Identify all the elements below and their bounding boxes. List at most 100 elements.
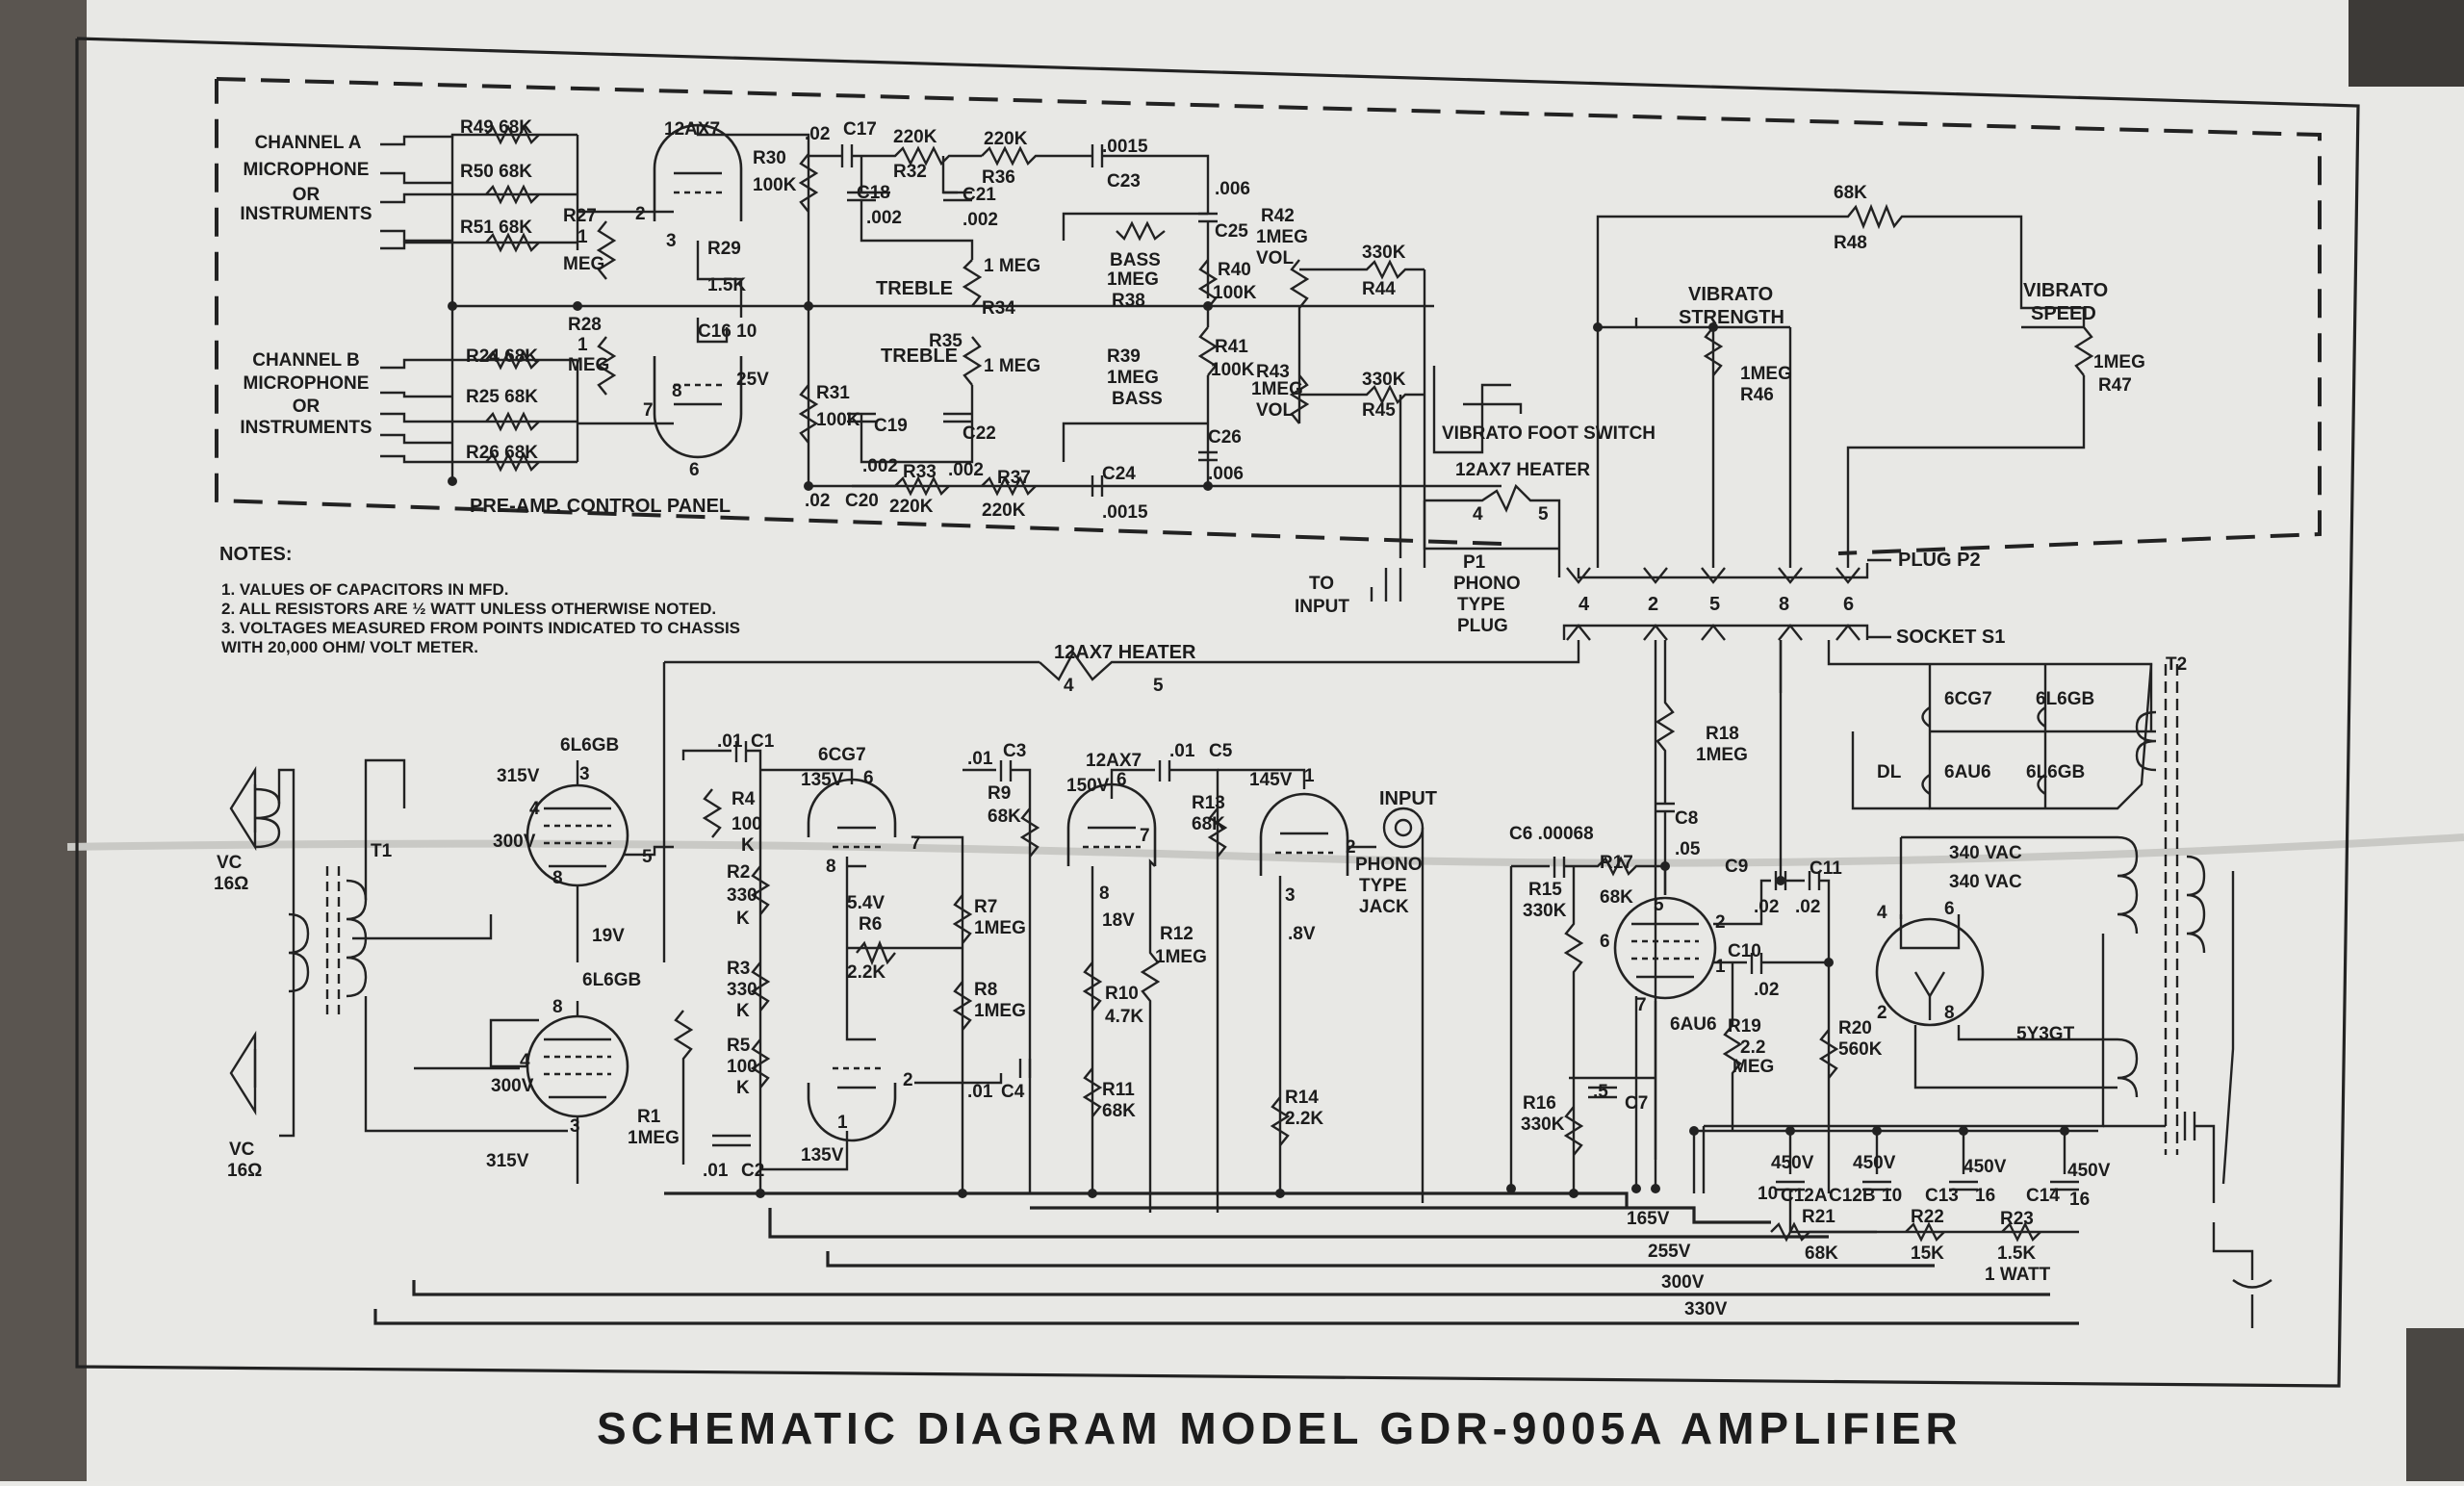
junction-dot	[804, 481, 813, 491]
junction-dot	[1651, 1184, 1660, 1193]
r14-val: 2.2K	[1285, 1109, 1323, 1129]
oscillator-labels: C6 .00068 R15 330K R17 68K R18 1MEG C8 .…	[1509, 724, 1883, 1135]
r27-label: R27	[563, 206, 597, 226]
junction-dot	[1088, 1189, 1097, 1198]
r27-val-2: MEG	[563, 254, 604, 274]
c5-label: C5	[1209, 741, 1233, 761]
vac-340-a: 340 VAC	[1949, 843, 2022, 863]
bass-b-label: BASS	[1112, 389, 1163, 409]
phase-inverter	[673, 741, 1003, 1193]
r6-label: R6	[859, 914, 882, 935]
v-300-top: 300V	[493, 832, 536, 852]
notes-block: NOTES: 1. VALUES OF CAPACITORS IN MFD. 2…	[219, 544, 740, 656]
speaker-labels: VC 16Ω VC 16Ω	[214, 853, 262, 1181]
r20-label: R20	[1838, 1018, 1872, 1038]
channel-a-line-1: CHANNEL A	[255, 133, 362, 153]
r35-label: R35	[929, 331, 962, 351]
c8-label: C8	[1675, 808, 1698, 829]
rail-165: 165V	[1627, 1209, 1670, 1229]
r12-val: 1MEG	[1155, 947, 1207, 967]
vac-340-b: 340 VAC	[1949, 872, 2022, 892]
r35-val: 1 MEG	[984, 356, 1040, 376]
r36-label: R36	[982, 167, 1015, 188]
c13-volt: 450V	[1964, 1157, 2007, 1177]
r45-label: R45	[1362, 400, 1396, 421]
junction-dot	[756, 1189, 765, 1198]
schematic-title: SCHEMATIC DIAGRAM MODEL GDR-9005A AMPLIF…	[597, 1403, 1963, 1453]
vibrato-speed-2: SPEED	[2031, 303, 2096, 324]
p1-phono: PHONO	[1453, 574, 1521, 594]
rail-300: 300V	[1661, 1272, 1705, 1293]
osc-pin-6: 6	[1600, 932, 1610, 952]
r46-val: 1MEG	[1740, 364, 1792, 384]
c10-label: C10	[1728, 941, 1761, 961]
tube-6au6-label: 6AU6	[1670, 1014, 1717, 1035]
channel-a-line-4: INSTRUMENTS	[240, 204, 372, 224]
r25-label: R25 68K	[466, 387, 538, 407]
r21-label: R21	[1802, 1207, 1835, 1227]
inp-pin-3: 3	[1285, 885, 1296, 906]
driver-stage	[952, 760, 1228, 1213]
v-18: 18V	[1102, 910, 1135, 931]
junction-dot	[1275, 1189, 1285, 1198]
pin-label-4: 4	[1578, 594, 1590, 615]
r36-val: 220K	[984, 129, 1028, 149]
c21-label: C21	[962, 185, 996, 205]
pi-pin-6: 6	[863, 768, 874, 788]
junction-dot	[1203, 481, 1213, 491]
r19-label: R19	[1728, 1016, 1761, 1037]
c17-label: C17	[843, 119, 877, 140]
vc-bottom-imp: 16Ω	[227, 1161, 262, 1181]
input-stage	[1218, 768, 1424, 1203]
t2-pin-8: 8	[552, 997, 563, 1017]
pin-6: 6	[689, 460, 700, 480]
channel-b-line-3: OR	[293, 397, 321, 417]
c7-label: C7	[1625, 1093, 1648, 1114]
bass-b-val: 1MEG	[1107, 368, 1159, 388]
r17-label: R17	[1600, 853, 1633, 873]
v-0-8: .8V	[1288, 924, 1316, 944]
c12b-volt: 450V	[1853, 1153, 1896, 1173]
v-300-bottom: 300V	[491, 1076, 534, 1096]
treble-a-label: TREBLE	[876, 278, 953, 299]
c19-val: .002	[862, 456, 898, 476]
heater-string	[1779, 640, 2156, 810]
mid-heater-pin-5: 5	[1153, 676, 1164, 696]
r6-val: 2.2K	[847, 962, 886, 983]
c12b-label: C12B	[1829, 1186, 1876, 1206]
r8-val: 1MEG	[974, 1001, 1026, 1021]
r5-unit: K	[736, 1078, 750, 1098]
r14-label: R14	[1285, 1088, 1319, 1108]
r45-val: 330K	[1362, 370, 1406, 390]
input-jack-1: PHONO	[1355, 855, 1423, 875]
r51-label: R51 68K	[460, 218, 532, 238]
vc-top-imp: 16Ω	[214, 874, 248, 894]
heater-6au6: 6AU6	[1944, 762, 1991, 782]
vol-a-label: VOL	[1256, 248, 1294, 269]
junction-dot	[1631, 1184, 1641, 1193]
v-135-top: 135V	[801, 770, 844, 790]
foot-switch-label: VIBRATO FOOT SWITCH	[1442, 423, 1656, 444]
r44-label: R44	[1362, 279, 1396, 299]
p1-plug: PLUG	[1457, 616, 1508, 636]
r19-val: 2.2	[1740, 1038, 1765, 1058]
junction-dot	[1203, 301, 1213, 311]
channel-a-line-2: MICROPHONE	[244, 160, 370, 180]
tube-6l6gb-bottom	[489, 1001, 629, 1184]
oscillator-6au6	[1509, 640, 1839, 1193]
r3-unit: K	[736, 1001, 750, 1021]
v-145: 145V	[1249, 770, 1293, 790]
c21-val: .002	[962, 210, 998, 230]
heater-plug-wiring	[1370, 483, 1561, 602]
v-315-bottom: 315V	[486, 1151, 529, 1171]
osc-pin-2: 2	[1715, 912, 1726, 933]
paper-corner-bottom	[2406, 1328, 2464, 1481]
t1-pin-4: 4	[529, 799, 540, 819]
bass-a-ref: R38	[1112, 291, 1145, 311]
t2-pin-4: 4	[520, 1051, 530, 1071]
c14-val: 16	[2069, 1190, 2090, 1210]
c23-label: C23	[1107, 171, 1141, 192]
r2-val: 330	[727, 885, 757, 906]
r30-val: 100K	[753, 175, 797, 195]
c14-volt: 450V	[2067, 1161, 2111, 1181]
